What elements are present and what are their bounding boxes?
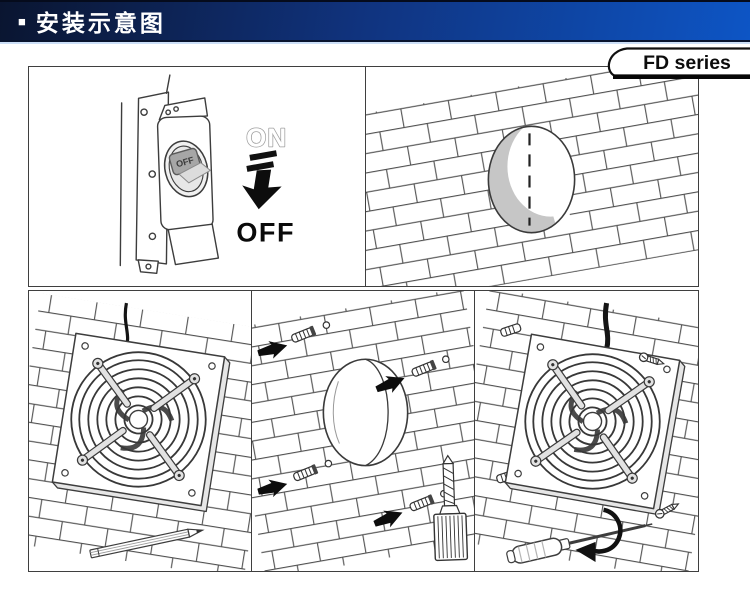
wall-anchor-icon — [293, 464, 319, 482]
fan-grille — [524, 353, 661, 490]
circuit-breaker-illustration: OFF — [119, 74, 220, 274]
duct-hole — [322, 358, 409, 467]
breaker-rocker: OFF — [168, 147, 211, 184]
drill-bit-icon — [433, 454, 469, 562]
panel-power-off: OFF ON OFF — [28, 66, 366, 287]
power-off-arrow-icon: ON OFF — [236, 122, 295, 248]
exhaust-fan-illustration — [504, 333, 686, 516]
section-header: ■ 安装示意图 — [0, 0, 750, 42]
power-cable — [602, 302, 611, 350]
off-label: OFF — [236, 217, 295, 248]
fan-grille — [70, 351, 207, 488]
panel-drill-anchors — [251, 290, 475, 572]
power-off-illustration: OFF ON OFF — [119, 74, 295, 274]
panel-wall-hole — [365, 66, 699, 287]
arrow-icon — [257, 479, 288, 498]
panel-screw-fixing — [474, 290, 699, 572]
arrow-icon — [257, 341, 288, 359]
pencil-icon — [89, 528, 205, 559]
breaker-switch-label: OFF — [175, 155, 196, 170]
rotation-arrow-icon — [575, 507, 623, 562]
grille-braces — [76, 357, 201, 482]
arrow-icon — [375, 376, 405, 393]
arrow-icon — [373, 510, 403, 528]
exhaust-fan-illustration — [51, 332, 231, 513]
page-title: 安装示意图 — [35, 10, 166, 36]
screw-icon — [654, 503, 680, 519]
wall-anchor-icon — [411, 359, 437, 377]
series-tab: FD series — [607, 47, 750, 79]
screw-fixing-illustration — [475, 291, 698, 571]
wall-anchor-icon — [500, 323, 522, 337]
drill-anchors-illustration — [252, 291, 474, 571]
screw-icon — [638, 352, 666, 366]
wall-anchor-icon — [409, 494, 435, 512]
panel-mount-plate-marking — [28, 290, 252, 572]
wall-hole-illustration — [366, 67, 698, 286]
wall-anchor-icon — [291, 325, 317, 343]
screwdriver-icon — [506, 523, 653, 564]
series-tab-label: FD series — [643, 52, 731, 74]
on-label: ON — [246, 122, 287, 152]
arrow-down-icon — [242, 169, 282, 210]
grille-braces — [530, 359, 655, 484]
bullet-square-icon: ■ — [18, 13, 26, 29]
fan-marking-illustration — [29, 293, 251, 571]
